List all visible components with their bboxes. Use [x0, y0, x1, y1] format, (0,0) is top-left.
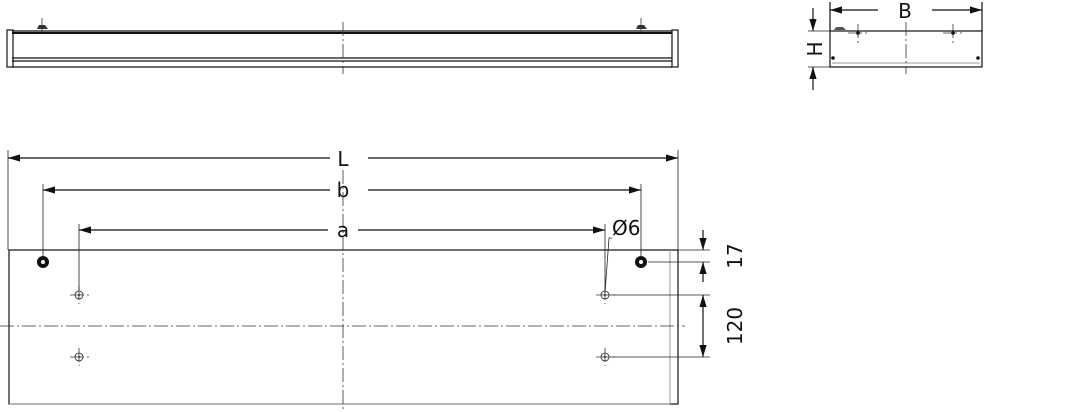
mount-point [635, 256, 647, 268]
hole [70, 348, 90, 366]
side-view: B H [803, 0, 983, 90]
hole [70, 286, 90, 304]
spacing-b-label: b [337, 178, 350, 202]
hole-pitch-label: 120 [723, 307, 747, 345]
edge-offset-label: 17 [723, 243, 747, 268]
length-label: L [337, 147, 349, 171]
front-view [6, 18, 679, 74]
plan-view: L b a Ø6 17 120 [0, 147, 747, 412]
mount-bracket-icon [636, 25, 647, 29]
height-label: H [803, 41, 827, 56]
mount-bracket-icon [37, 25, 48, 29]
hole-diameter-label: Ø6 [612, 216, 640, 240]
spacing-a-label: a [337, 218, 349, 242]
width-label: B [898, 0, 912, 23]
hole [596, 348, 616, 366]
mount-point [37, 256, 49, 268]
